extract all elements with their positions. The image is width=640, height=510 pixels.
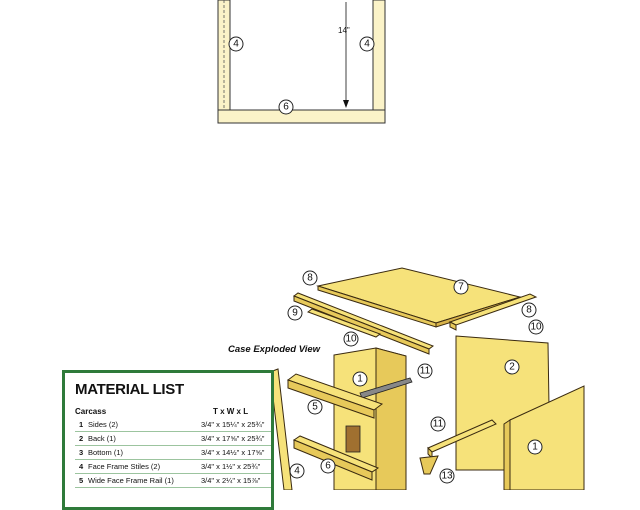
svg-text:11: 11 [420,366,431,377]
row-part-name: Face Frame Stiles (2) [88,462,161,471]
row-dimensions: 3/4" x 14½" x 17⅝" [201,448,265,457]
part-bracket [419,455,439,475]
material-row: 1 Sides (2) 3/4" x 15¼" x 25¾" [75,418,271,432]
svg-text:10: 10 [530,322,542,333]
part-case-inner [375,347,407,490]
svg-text:6: 6 [283,102,289,113]
svg-text:5: 5 [312,402,318,413]
callout-top-6: 6 [278,99,294,115]
row-dimensions: 3/4" x 1½" x 25¾" [201,462,261,471]
drawing-canvas: 14" 4 4 6 [217,0,585,490]
callout-9: 9 [287,305,303,321]
svg-text:11: 11 [433,419,444,430]
part-wide-rail-edge [287,379,375,419]
exploded-callouts: 8 7 9 8 10 10 11 1 2 5 11 1 6 4 13 [287,270,544,484]
section-heading-carcass: Carcass [75,407,107,416]
row-number: 3 [79,448,84,457]
callout-4: 4 [289,463,305,479]
svg-text:4: 4 [294,466,300,477]
part-cleat-right-end [449,321,457,331]
svg-text:1: 1 [357,374,363,385]
svg-text:4: 4 [364,39,370,50]
callout-7: 7 [453,279,469,295]
callout-6: 6 [320,458,336,474]
dims-column-heading: T x W x L [213,407,249,416]
material-row: 2 Back (1) 3/4" x 17⅝" x 25¾" [75,432,271,446]
dimension-arrowhead [343,100,349,108]
dimension-label: 14" [338,26,350,35]
part-rail-left [306,308,382,338]
svg-text:13: 13 [441,471,453,482]
callout-11-upper: 11 [417,363,433,379]
svg-text:2: 2 [509,362,515,373]
callout-top-4-left: 4 [228,36,244,52]
row-number: 4 [79,462,84,471]
part-cleat-left-edge [293,295,430,355]
row-part-name: Sides (2) [88,420,119,429]
exploded-view [269,267,585,490]
part-hinge [345,425,361,453]
part-face-frame-stile [269,368,293,490]
svg-text:8: 8 [307,273,313,284]
plan-bottom [217,109,386,124]
row-number: 1 [79,420,84,429]
callout-10-right: 10 [528,319,544,335]
callout-8-right: 8 [521,302,537,318]
callout-10-left: 10 [343,331,359,347]
svg-text:9: 9 [292,308,298,319]
part-lower-rail-edge [293,439,373,481]
callout-11-lower: 11 [430,416,446,432]
row-dimensions: 3/4" x 2¼" x 15⅞" [201,476,261,485]
callout-1-inner: 1 [352,371,368,387]
top-view-callouts: 4 4 6 [228,36,375,115]
svg-text:7: 7 [458,282,464,293]
svg-text:8: 8 [526,305,532,316]
callout-5: 5 [307,399,323,415]
material-row: 3 Bottom (1) 3/4" x 14½" x 17⅝" [75,446,271,460]
part-side-panel-right-edge [503,419,511,490]
svg-text:1: 1 [532,442,538,453]
svg-text:4: 4 [233,39,239,50]
material-list-title: MATERIAL LIST [75,381,184,398]
row-dimensions: 3/4" x 15¼" x 25¾" [201,420,265,429]
material-list-panel: MATERIAL LIST Carcass T x W x L 1 Sides … [62,370,274,510]
callout-8-left: 8 [302,270,318,286]
row-number: 5 [79,476,84,485]
top-view-plan: 14" [217,0,386,124]
callout-2: 2 [504,359,520,375]
callout-top-4-right: 4 [359,36,375,52]
material-row: 5 Wide Face Frame Rail (1) 3/4" x 2¼" x … [75,474,271,488]
material-row: 4 Face Frame Stiles (2) 3/4" x 1½" x 25¾… [75,460,271,474]
svg-text:6: 6 [325,461,331,472]
row-number: 2 [79,434,84,443]
row-part-name: Back (1) [88,434,116,443]
exploded-view-caption: Case Exploded View [228,344,321,355]
row-part-name: Bottom (1) [88,448,124,457]
row-part-name: Wide Face Frame Rail (1) [88,476,174,485]
plan-right-side [372,0,386,124]
svg-text:10: 10 [345,334,357,345]
callout-13: 13 [439,468,455,484]
row-dimensions: 3/4" x 17⅝" x 25¾" [201,434,265,443]
callout-1-outer: 1 [527,439,543,455]
